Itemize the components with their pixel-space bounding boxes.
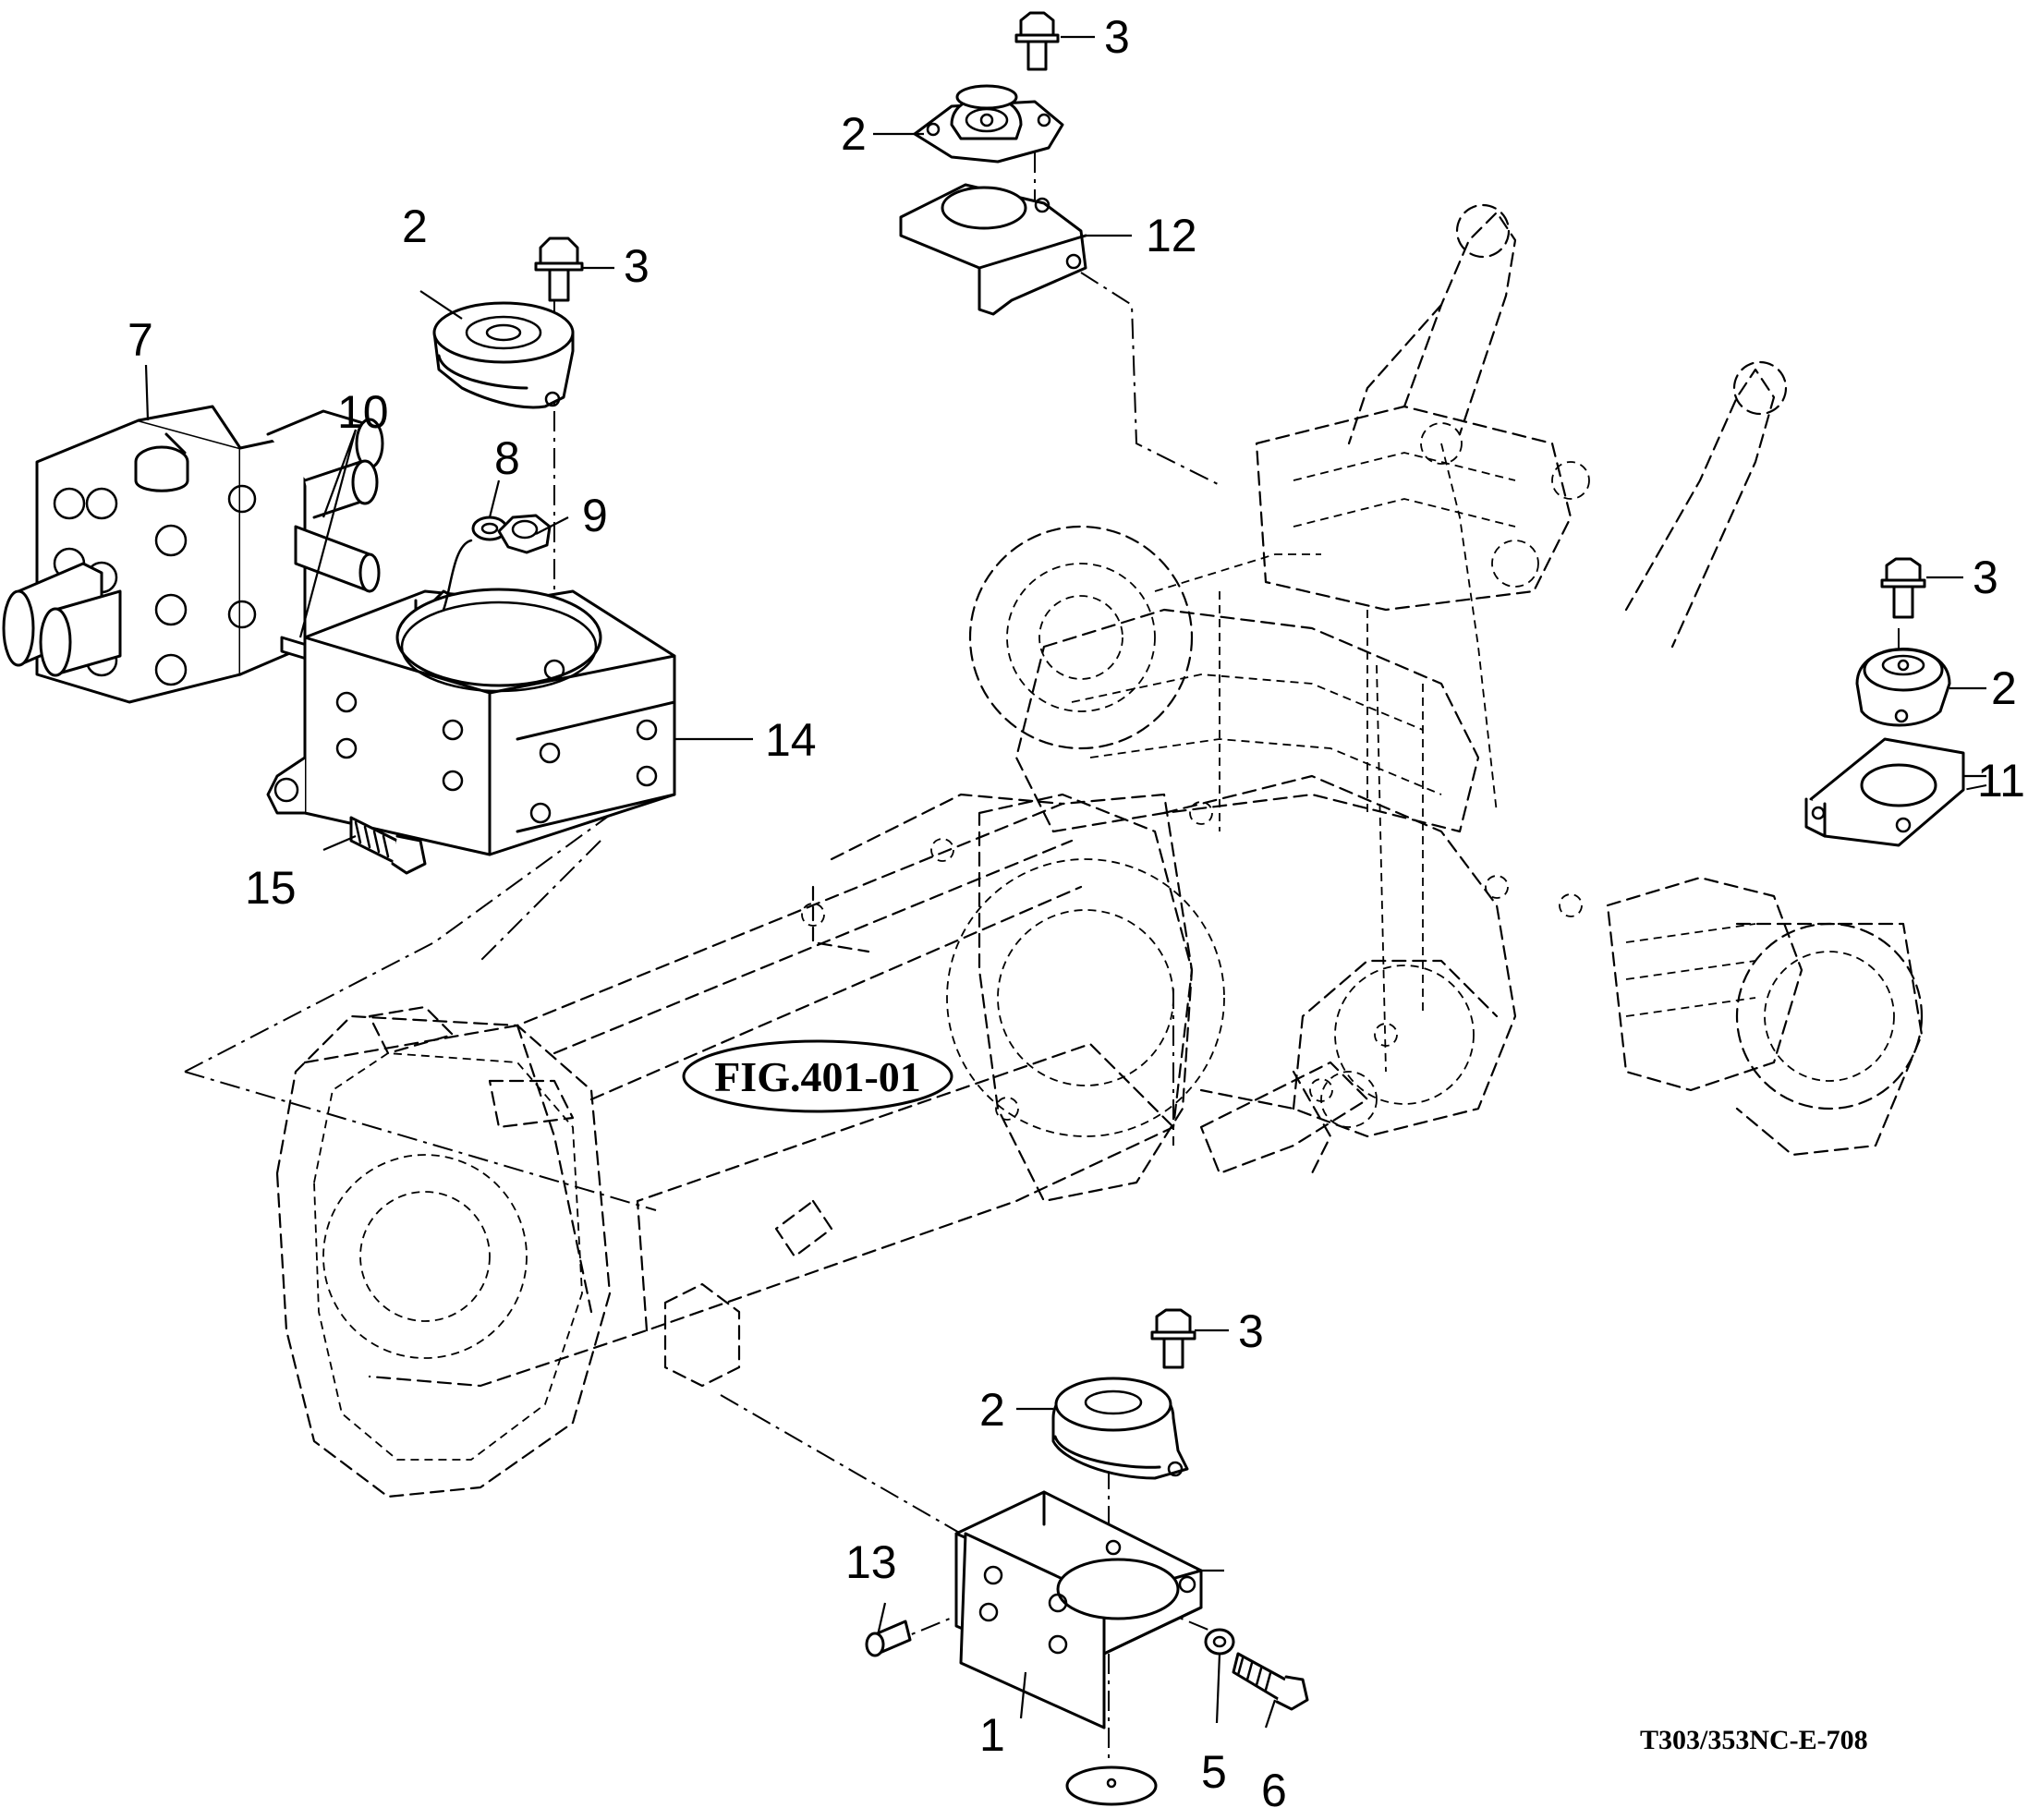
callout-3-upper-left: 3 — [624, 240, 650, 292]
part-5-washer[interactable] — [1204, 1628, 1235, 1656]
callout-2-top: 2 — [841, 108, 867, 160]
part-12-top-bracket[interactable] — [899, 183, 1087, 316]
part-3-bolt-upper-left[interactable] — [534, 237, 584, 302]
callout-5: 5 — [1201, 1746, 1227, 1798]
part-2-mount-upper-left[interactable] — [432, 301, 575, 409]
part-2-mount-right[interactable] — [1855, 648, 1951, 727]
part-11-right-bracket[interactable] — [1804, 737, 1965, 847]
figure-reference-label: FIG.401-01 — [714, 1053, 921, 1100]
callout-10: 10 — [337, 386, 389, 438]
part-3-bolt-top[interactable] — [1014, 11, 1060, 71]
callout-3-top: 3 — [1104, 11, 1130, 63]
callout-15: 15 — [245, 862, 297, 914]
callout-11: 11 — [1977, 755, 2025, 807]
callout-13: 13 — [845, 1536, 897, 1588]
callout-2-upper-left: 2 — [402, 200, 428, 252]
callout-14: 14 — [765, 714, 817, 766]
callout-labels: 3 2 12 2 3 7 10 8 9 14 15 3 2 11 3 2 13 … — [128, 11, 2025, 1816]
callout-8: 8 — [494, 432, 520, 484]
drawing-code: T303/353NC-E-708 — [1640, 1725, 1868, 1755]
callout-9: 9 — [582, 490, 608, 541]
callout-2-right: 2 — [1991, 662, 2017, 714]
part-14-support-bracket[interactable] — [266, 588, 676, 856]
ground-pad — [1065, 1765, 1158, 1806]
figure-reference-bubble[interactable]: FIG.401-01 — [682, 1039, 953, 1113]
part-8-washer[interactable] — [471, 516, 508, 541]
callout-2-lower: 2 — [979, 1384, 1005, 1436]
leader-lines — [144, 35, 1986, 1729]
callout-12: 12 — [1146, 210, 1197, 261]
part-3-bolt-lower[interactable] — [1150, 1308, 1196, 1369]
callout-7: 7 — [128, 314, 153, 366]
part-2-mount-top[interactable] — [913, 84, 1064, 164]
callout-1: 1 — [979, 1709, 1005, 1761]
part-9-nut[interactable] — [497, 514, 552, 554]
part-1-lower-bracket[interactable] — [954, 1490, 1203, 1729]
callout-3-lower: 3 — [1238, 1305, 1264, 1357]
callout-6: 6 — [1261, 1765, 1287, 1816]
part-6-bolt[interactable] — [1232, 1652, 1309, 1711]
part-2-mount-lower[interactable] — [1051, 1377, 1189, 1480]
part-13-bolt[interactable] — [865, 1620, 912, 1657]
tractor-body-phantom — [275, 203, 1924, 1498]
callout-3-right: 3 — [1973, 552, 1998, 603]
part-7-pump[interactable] — [2, 405, 384, 704]
part-3-bolt-right[interactable] — [1880, 557, 1926, 619]
part-15-bolt[interactable] — [349, 816, 427, 875]
